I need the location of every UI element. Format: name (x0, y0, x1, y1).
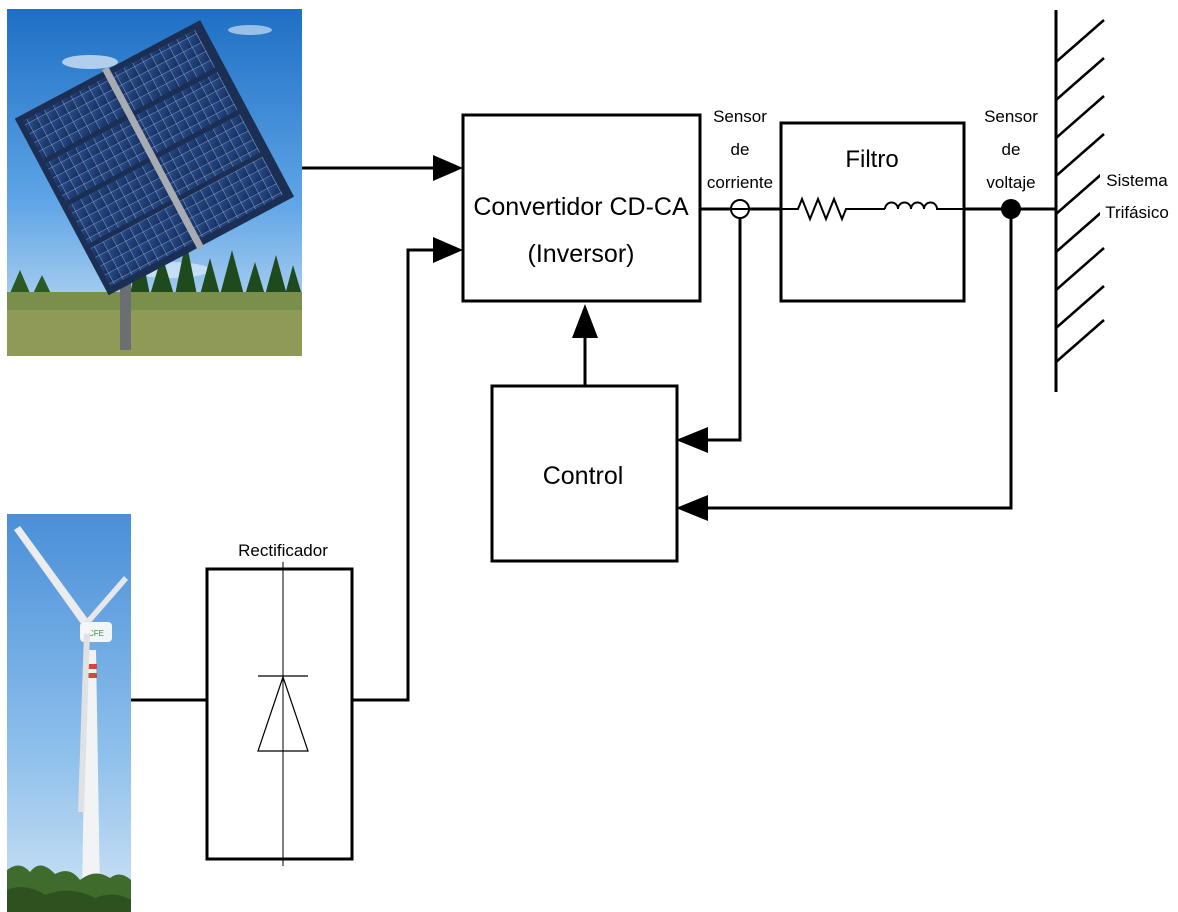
filter-label: Filtro (845, 146, 898, 173)
arrow-rectifier-to-inverter (433, 237, 463, 263)
grid-label-2: Trifásico (1105, 203, 1169, 222)
current-sensor-label-2: de (731, 140, 750, 159)
grid-hatch (1055, 19, 1105, 363)
rectifier-label: Rectificador (238, 541, 328, 560)
voltage-sensor: Sensor de voltaje (984, 107, 1038, 219)
resistor-symbol (781, 196, 885, 222)
current-sensor-label-3: corriente (707, 173, 773, 192)
voltage-sensor-label-3: voltaje (986, 173, 1035, 192)
current-sensor: Sensor de corriente (707, 107, 773, 219)
arrow-solar-to-inverter (433, 155, 463, 181)
arrow-control-to-inverter (572, 304, 598, 338)
filter-block: Filtro (779, 121, 966, 303)
control-label: Control (543, 462, 624, 490)
current-sensor-label-1: Sensor (713, 107, 767, 126)
inverter-label-line1: Convertidor CD-CA (473, 193, 689, 221)
control-block: Control (490, 384, 679, 563)
arrowheads (433, 155, 708, 521)
turbine-logo-text: CFE (88, 629, 104, 638)
inverter-block: Convertidor CD-CA (Inversor) (461, 113, 702, 303)
grid-label-1: Sistema (1106, 171, 1168, 190)
voltage-sensor-label-2: de (1002, 140, 1021, 159)
arrow-voltage-to-control (676, 495, 708, 521)
solar-panel-photo (7, 9, 302, 356)
voltage-sensor-label-1: Sensor (984, 107, 1038, 126)
wind-turbine-photo: CFE (7, 514, 131, 912)
inductor-symbol (884, 201, 964, 210)
three-phase-grid: Sistema Trifásico (1054, 10, 1176, 392)
diode-symbol (257, 562, 309, 866)
wiring (131, 166, 1056, 702)
inverter-label-line2: (Inversor) (528, 240, 635, 268)
arrow-current-to-control (676, 427, 708, 453)
rectifier-block: Rectificador (205, 541, 354, 866)
